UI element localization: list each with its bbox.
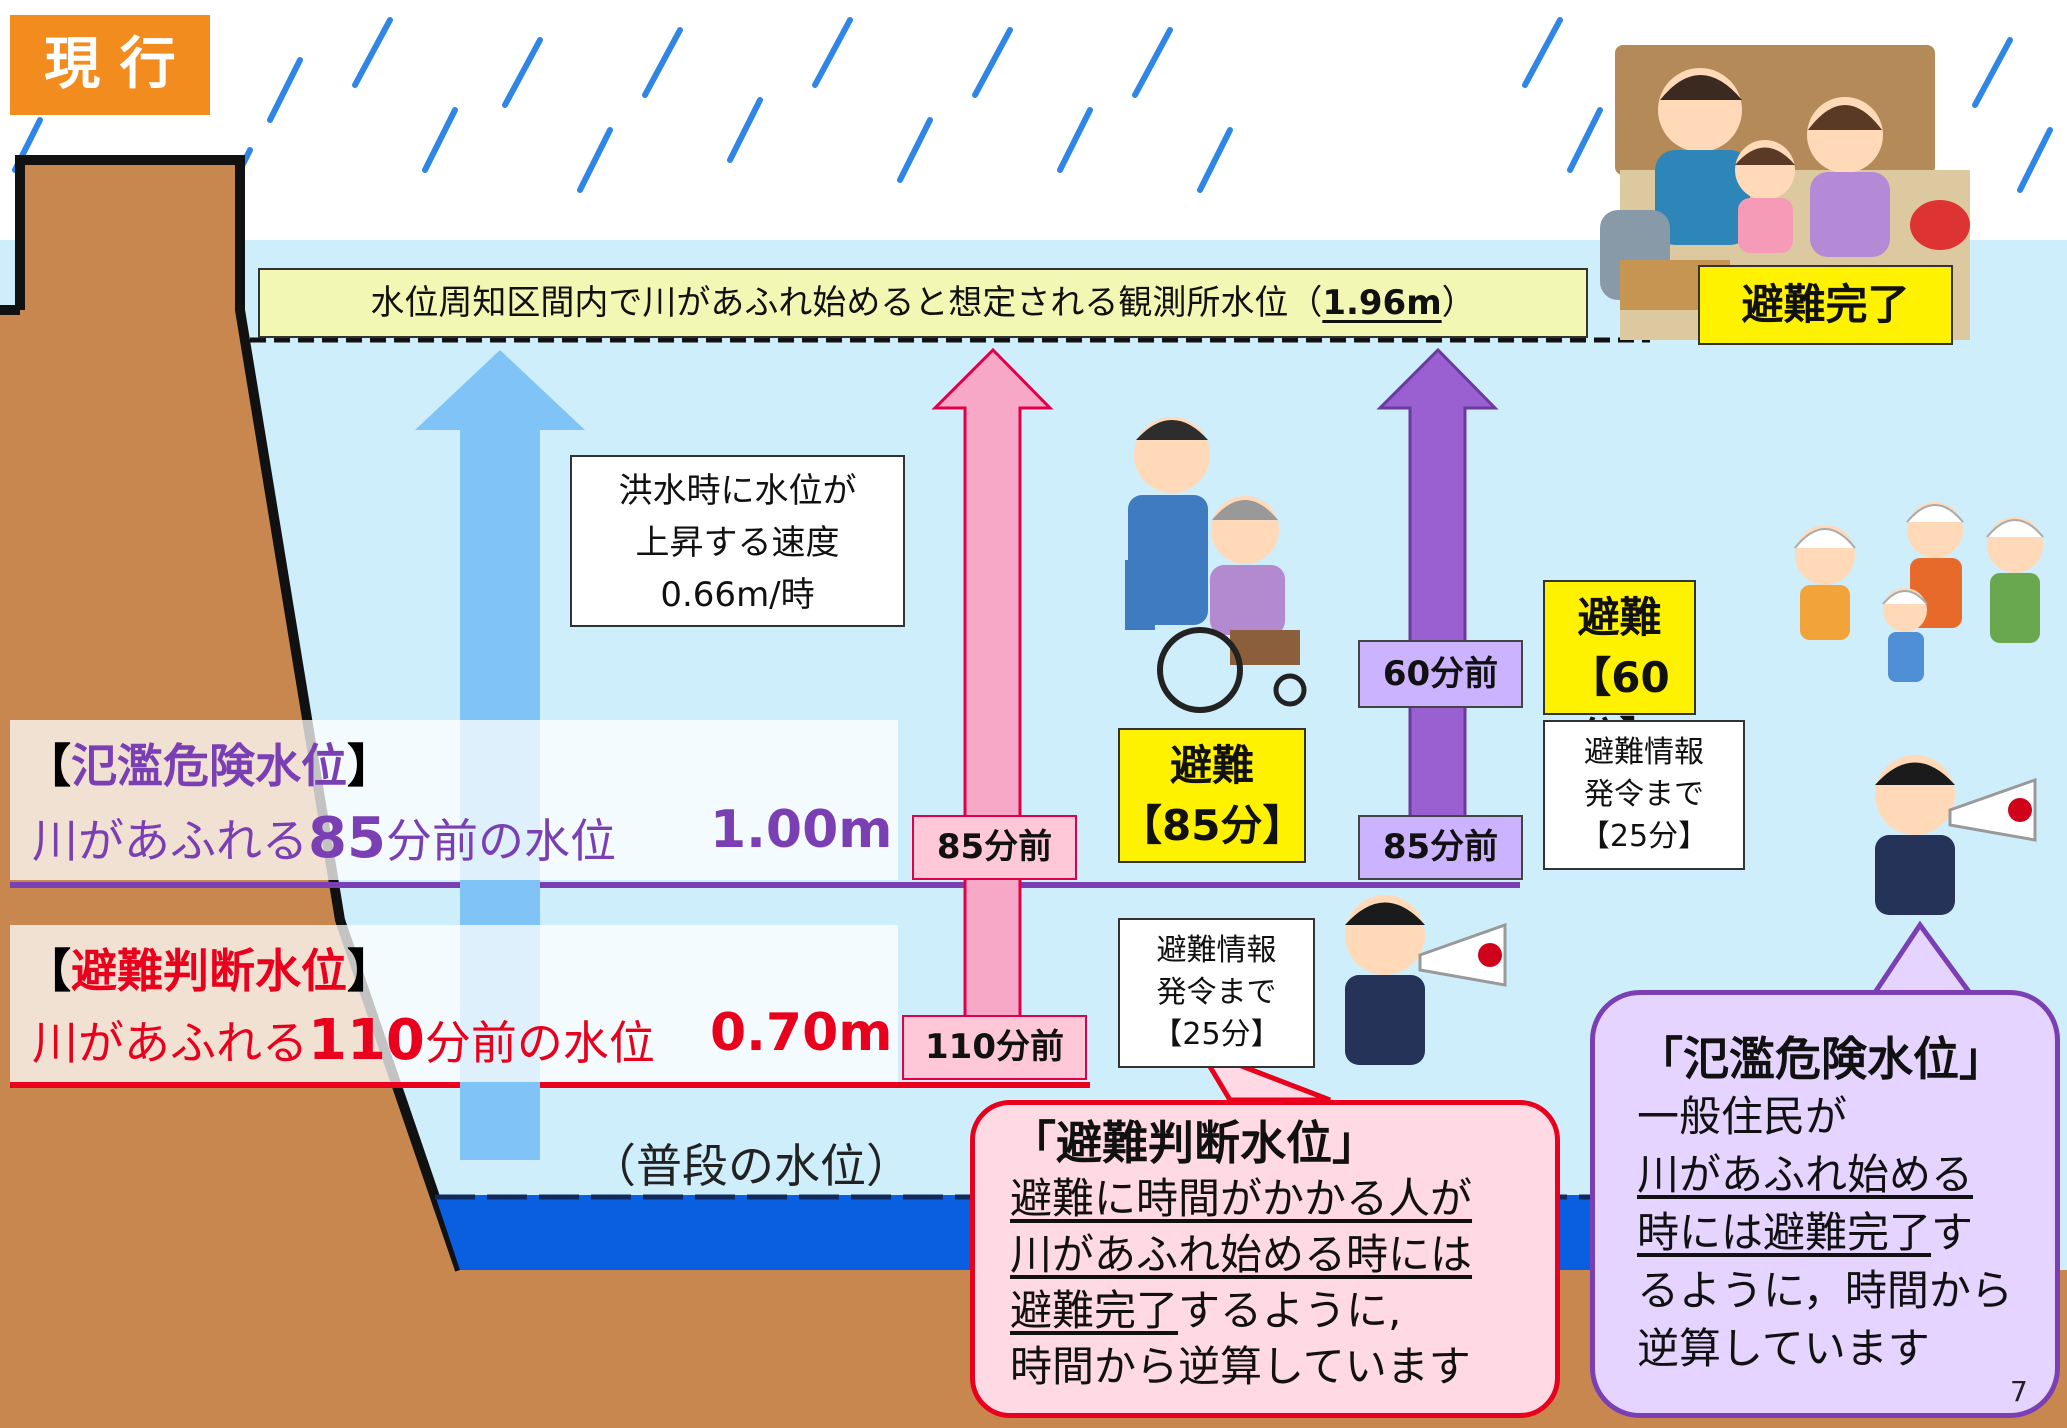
page-number: 7	[2010, 1375, 2028, 1408]
evac-60-line1: 避難	[1577, 593, 1662, 642]
judge-title-open: 【	[25, 944, 71, 998]
label-purple-85: 85分前	[1358, 815, 1523, 880]
danger-desc-b: 分前の水位	[385, 814, 616, 868]
speed-line1: 洪水時に水位が	[618, 471, 857, 511]
callout-danger-title: 「氾濫危険水位」	[1637, 1032, 2005, 1086]
info-25-box-a: 避難情報 発令まで 【25分】	[1118, 918, 1315, 1068]
danger-desc-num: 85	[308, 806, 386, 871]
evacuating-people-icon	[1794, 502, 2044, 682]
callout-judge-title: 「避難判断水位」	[1010, 1116, 1378, 1170]
judge-desc-a: 川があふれる	[32, 1016, 308, 1070]
info-b-line2: 発令まで	[1584, 777, 1704, 812]
callout-danger-l2: 川があふれ始める	[1637, 1150, 1974, 1199]
callout-judge-l3: するように,	[1178, 1286, 1402, 1335]
normal-level-label: （普段の水位）	[590, 1139, 912, 1193]
judge-desc-num: 110	[308, 1008, 425, 1073]
judge-level-panel: 【避難判断水位】 川があふれる110分前の水位 0.70m	[10, 925, 898, 1082]
badge-label: 現 行	[44, 32, 176, 97]
speed-line3: 0.66m/時	[660, 575, 815, 615]
speed-line2: 上昇する速度	[635, 523, 840, 563]
caregiver-wheelchair-icon	[1125, 417, 1307, 713]
purple-arrow	[1376, 347, 1499, 822]
danger-title-open: 【	[25, 739, 71, 793]
rain-icon	[12, 17, 2053, 203]
evac-60-box: 避難 【60分】	[1543, 580, 1696, 762]
top-bar-value: 1.96m	[1322, 283, 1442, 323]
danger-value: 1.00m	[710, 800, 893, 860]
label-pink-85-text: 85分前	[936, 827, 1053, 867]
label-pink-110-text: 110分前	[925, 1027, 1064, 1067]
evac-complete-badge: 避難完了	[1698, 265, 1953, 345]
label-purple-85-text: 85分前	[1382, 827, 1499, 867]
announcer-megaphone-icon	[1875, 755, 2037, 915]
callout-danger-l3u: 時には避難完了	[1637, 1208, 1932, 1257]
judge-value: 0.70m	[710, 1003, 893, 1063]
callout-judge-l2: 川があふれ始める時には	[1010, 1230, 1473, 1279]
judge-title-close: 】	[347, 944, 393, 998]
callout-judge-l3u: 避難完了	[1010, 1286, 1179, 1335]
label-pink-85: 85分前	[912, 815, 1077, 880]
evac-85-line2: 【85分】	[1120, 801, 1305, 850]
callout-judge: 「避難判断水位」 避難に時間がかかる人が 川があふれ始める時には 避難完了するよ…	[970, 1100, 1560, 1418]
label-purple-60-text: 60分前	[1382, 654, 1499, 694]
top-water-level-bar: 水位周知区間内で川があふれ始めると想定される観測所水位（1.96m）	[258, 268, 1588, 338]
top-bar-close: ）	[1441, 283, 1476, 323]
info-a-line2: 発令まで	[1156, 975, 1277, 1010]
danger-title: 氾濫危険水位	[71, 739, 347, 793]
danger-desc-a: 川があふれる	[32, 814, 308, 868]
speed-box: 洪水時に水位が 上昇する速度 0.66m/時	[570, 455, 905, 627]
evac-85-box: 避難 【85分】	[1118, 728, 1306, 863]
callout-judge-l1: 避難に時間がかかる人が	[1010, 1174, 1473, 1223]
announcer-megaphone-icon	[1345, 895, 1507, 1065]
callout-danger-l1: 一般住民が	[1637, 1092, 1848, 1141]
callout-danger-l5: 逆算しています	[1637, 1324, 1930, 1373]
judge-desc-b: 分前の水位	[424, 1016, 655, 1070]
callout-danger-l3: す	[1931, 1208, 1974, 1257]
info-b-line1: 避難情報	[1584, 735, 1704, 770]
pink-arrow	[931, 347, 1054, 1022]
danger-level-panel: 【氾濫危険水位】 川があふれる85分前の水位 1.00m	[10, 720, 898, 880]
callout-danger: 「氾濫危険水位」 一般住民が 川があふれ始める 時には避難完了す るように，時間…	[1590, 990, 2060, 1418]
status-badge: 現 行	[10, 15, 210, 115]
evac-85-line1: 避難	[1169, 741, 1254, 790]
info-25-box-b: 避難情報 発令まで 【25分】	[1543, 720, 1745, 870]
danger-title-close: 】	[347, 739, 393, 793]
info-a-line1: 避難情報	[1156, 933, 1277, 968]
label-purple-60: 60分前	[1358, 640, 1523, 708]
top-bar-text: 水位周知区間内で川があふれ始めると想定される観測所水位（	[370, 283, 1323, 323]
info-a-line3: 【25分】	[1152, 1017, 1281, 1052]
callout-danger-l4: るように，時間から	[1637, 1266, 2013, 1315]
callout-judge-l4: 時間から逆算しています	[1010, 1342, 1471, 1391]
label-pink-110: 110分前	[902, 1015, 1087, 1080]
evac-complete-label: 避難完了	[1741, 280, 1910, 329]
judge-title: 避難判断水位	[71, 944, 347, 998]
info-b-line3: 【25分】	[1579, 819, 1709, 854]
